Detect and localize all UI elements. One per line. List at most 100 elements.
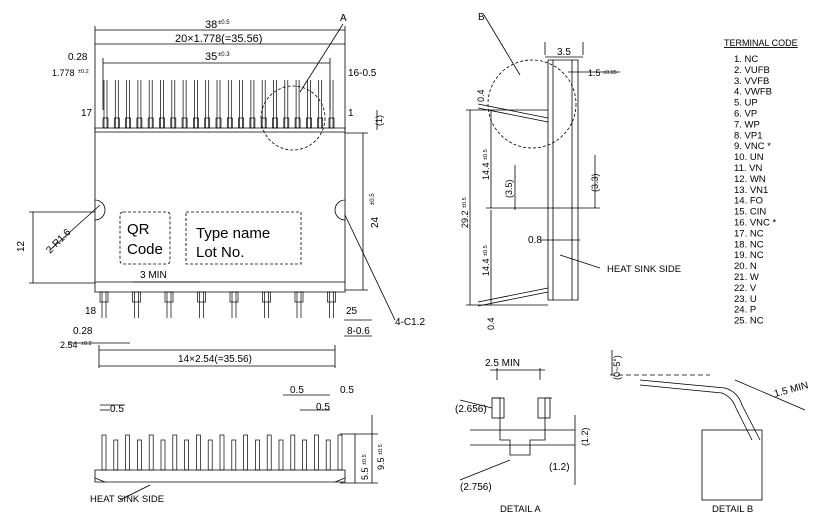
terminal-code-row: 25. NC xyxy=(734,316,764,327)
detail-a-caption: DETAIL A xyxy=(500,504,541,515)
top-lead xyxy=(194,80,198,128)
bottom-lead xyxy=(101,292,107,318)
terminal-code-row: 22. V xyxy=(734,283,757,294)
dim-95: 9.5 xyxy=(376,457,386,470)
terminal-code-row: 6. VP xyxy=(734,109,757,120)
dim-144-bot-tol: ±0.5 xyxy=(483,245,489,256)
terminal-code-row: 16. VNC * xyxy=(734,218,777,229)
top-lead xyxy=(137,80,142,128)
terminal-code-row: 19. NC xyxy=(734,250,764,261)
pin-25: 25 xyxy=(346,306,358,317)
terminal-code-row: 24. P xyxy=(734,305,756,316)
pin-1: 1 xyxy=(348,108,354,119)
terminal-code-row: 23. U xyxy=(734,294,757,305)
side-lead xyxy=(113,439,119,471)
top-lead xyxy=(205,80,210,128)
side-lead xyxy=(337,434,343,471)
side-lead xyxy=(148,434,154,471)
terminal-code-row: 21. W xyxy=(734,272,759,283)
side-lead xyxy=(184,439,189,471)
terminal-code-row: 18. NC xyxy=(734,239,764,250)
terminal-code-row: 9. VNC * xyxy=(734,141,771,152)
dim-12: 12 xyxy=(16,240,27,252)
terminal-code-row: 8. VP1 xyxy=(734,130,763,141)
dim-12a: (1.2) xyxy=(549,462,570,473)
top-lead xyxy=(284,80,289,128)
top-lead xyxy=(239,80,243,128)
dim-292-tol: ±0.5 xyxy=(462,197,468,208)
top-lead xyxy=(307,80,311,128)
terminal-code-row: 5. UP xyxy=(734,98,758,109)
top-lead xyxy=(273,80,277,128)
detail-b-view xyxy=(610,350,806,501)
terminal-code-row: 11. VN xyxy=(734,163,762,174)
pin-17: 17 xyxy=(81,108,93,119)
side-lead xyxy=(172,434,178,471)
top-lead xyxy=(216,80,221,128)
dim-16: 16-0.5 xyxy=(348,68,377,79)
bottom-lead xyxy=(199,292,204,318)
dim-2756: (2.756) xyxy=(460,482,492,493)
pin-18: 18 xyxy=(85,306,97,317)
detail-a-view xyxy=(459,368,576,485)
main-view xyxy=(29,23,396,368)
side-lead xyxy=(278,439,284,471)
dim-144-top: 14.4 xyxy=(481,162,491,180)
dim-08: 0.8 xyxy=(528,235,542,246)
dim-25min: 2.5 MIN xyxy=(485,358,520,369)
dim-2656: (2.656) xyxy=(455,404,487,415)
terminal-code-title: TERMINAL CODE xyxy=(724,38,798,48)
dim-r16: 2-R1.6 xyxy=(44,227,73,256)
dim-35: 3.5 xyxy=(557,47,571,58)
bottom-lead-base xyxy=(327,291,336,303)
terminal-code-row: 17. NC xyxy=(734,228,764,239)
bottom-lead-base xyxy=(99,291,109,303)
side-lead xyxy=(266,434,272,471)
dim-05-a: 0.5 xyxy=(110,404,124,415)
dim-angle: (0~5°) xyxy=(612,355,622,380)
side-view xyxy=(466,14,620,307)
dim-3min: 3 MIN xyxy=(140,270,167,281)
terminal-code-row: 13. VN1 xyxy=(734,185,768,196)
top-lead xyxy=(261,80,266,128)
top-lead xyxy=(103,80,108,128)
dim-144-top-tol: ±0.5 xyxy=(483,149,489,160)
terminal-code-row: 15. CIN xyxy=(734,207,766,218)
dim-1778-tol: ±0.2 xyxy=(78,69,89,75)
side-lead xyxy=(137,439,142,471)
dim-806: 8-0.6 xyxy=(347,326,370,337)
dim-05-b: 0.5 xyxy=(290,385,304,396)
bottom-lead-base xyxy=(132,291,141,303)
top-lead xyxy=(227,80,232,128)
bottom-lead-base xyxy=(164,291,174,303)
side-lead xyxy=(125,434,130,471)
side-lead xyxy=(160,439,166,471)
dim-144-bot: 14.4 xyxy=(481,258,491,276)
terminal-code-row: 14. FO xyxy=(734,196,763,207)
dim-15-tol: ±0.05 xyxy=(603,70,617,76)
bottom-lead xyxy=(329,292,334,318)
dim-24: 24 xyxy=(370,216,381,228)
dim-05-c: 0.5 xyxy=(340,385,354,396)
bottom-lead-base xyxy=(229,291,239,303)
bottom-leads xyxy=(99,291,336,318)
side-lead xyxy=(302,439,307,471)
label-b: B xyxy=(478,12,485,23)
dim-width: 38 xyxy=(205,19,217,31)
terminal-code-row: 3. VVFB xyxy=(734,76,769,87)
dim-15: 1.5 xyxy=(588,68,601,78)
dim-04-top: 0.4 xyxy=(476,89,486,102)
top-lead xyxy=(148,80,153,128)
top-lead xyxy=(295,80,300,128)
dim-95-tol: ±0.5 xyxy=(378,444,384,455)
type-name-label: Type name xyxy=(196,225,270,242)
top-lead xyxy=(160,80,164,128)
dim-pitch-total: 20×1.778(=35.56) xyxy=(175,33,262,45)
side-lead xyxy=(207,439,213,471)
side-lead xyxy=(325,439,331,471)
dim-15min: 1.5 MIN xyxy=(773,380,810,400)
bottom-lead-base xyxy=(197,291,206,303)
